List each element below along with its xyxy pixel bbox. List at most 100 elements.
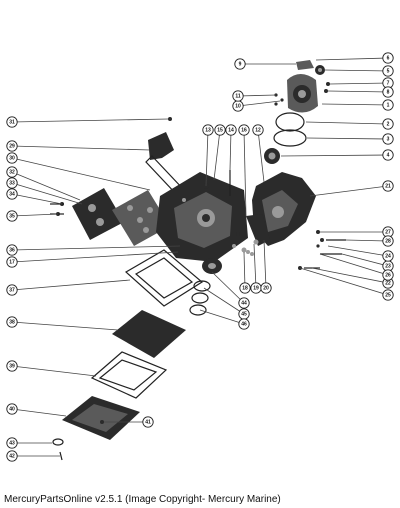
callout-number: 45: [241, 311, 247, 317]
leader-line-10: [237, 100, 281, 107]
callout-bubble: [382, 250, 394, 262]
callout-bubble: [382, 99, 394, 111]
callout-number: 21: [385, 183, 391, 189]
leader-line-12: [257, 129, 265, 183]
leader-line-45: [203, 287, 245, 315]
callout-1: 1: [382, 99, 394, 111]
callout-46: 46: [238, 318, 250, 330]
bolt-set-part: [298, 230, 346, 270]
callout-bubble: [6, 403, 18, 415]
callout-bubble: [382, 118, 394, 130]
callout-number: 9: [239, 61, 242, 67]
leader-line-39: [11, 365, 97, 377]
callout-39: 39: [6, 360, 18, 372]
callout-number: 42: [9, 453, 15, 459]
callout-35: 35: [6, 210, 18, 222]
callout-7: 7: [382, 77, 394, 89]
exploded-parts-diagram: 1234567891011121314151617181920212223242…: [6, 52, 394, 462]
crankcase-part: [156, 170, 248, 262]
callout-bubble: [382, 149, 394, 161]
callout-number: 7: [387, 80, 390, 86]
callout-number: 5: [387, 68, 390, 74]
callout-34: 34: [6, 188, 18, 200]
callout-number: 25: [385, 292, 391, 298]
leader-line-2: [305, 121, 389, 125]
callout-number: 4: [387, 152, 390, 158]
leader-line-6: [315, 57, 389, 61]
parts-illustration: [50, 60, 346, 461]
callout-number: 44: [241, 300, 247, 306]
callout-number: 19: [253, 285, 259, 291]
callout-bubble: [214, 124, 226, 136]
callout-number: 14: [228, 127, 234, 133]
callout-44: 44: [238, 297, 250, 309]
leader-line-16: [243, 129, 247, 217]
callout-number: 33: [9, 180, 15, 186]
callout-number: 30: [9, 155, 15, 161]
callout-25: 25: [382, 289, 394, 301]
callout-31: 31: [6, 116, 18, 128]
callout-19: 19: [250, 282, 262, 294]
callout-bubble: [142, 416, 154, 428]
callout-22: 22: [382, 277, 394, 289]
callout-42: 42: [6, 450, 18, 462]
callout-number: 6: [387, 55, 390, 61]
leader-line-36: [11, 245, 181, 251]
cover-plate-part: [52, 249, 204, 461]
leader-line-25: [299, 267, 389, 296]
leader-line-8: [327, 90, 389, 93]
callout-bubble: [225, 124, 237, 136]
callout-bubble: [6, 210, 18, 222]
leader-line-14: [229, 129, 232, 171]
leader-line-46: [199, 309, 245, 325]
callout-number: 22: [385, 280, 391, 286]
callout-bubble: [6, 284, 18, 296]
callout-5: 5: [382, 65, 394, 77]
callout-bubble: [6, 188, 18, 200]
leader-line-40: [11, 408, 67, 417]
callout-43: 43: [6, 437, 18, 449]
leader-line-17: [11, 251, 179, 263]
callout-number: 40: [9, 406, 15, 412]
callout-bubble: [382, 52, 394, 64]
callout-number: 13: [205, 127, 211, 133]
leader-line-24: [327, 245, 389, 257]
callout-bubble: [239, 282, 251, 294]
callout-41: 41: [142, 416, 154, 428]
leader-line-29: [11, 145, 151, 151]
leader-line-34: [11, 193, 63, 205]
leader-line-33: [11, 182, 83, 205]
callout-37: 37: [6, 284, 18, 296]
leader-line-30: [11, 157, 151, 191]
callout-bubble: [382, 65, 394, 77]
callout-bubble: [382, 235, 394, 247]
callout-9: 9: [234, 58, 246, 70]
callout-number: 43: [9, 440, 15, 446]
callout-bubble: [6, 316, 18, 328]
callout-bubble: [260, 282, 272, 294]
leader-line-31: [11, 118, 169, 123]
right-housing-part: [236, 172, 316, 256]
callout-36: 36: [6, 244, 18, 256]
callout-number: 17: [9, 259, 15, 265]
callout-40: 40: [6, 403, 18, 415]
callout-17: 17: [6, 256, 18, 268]
callout-12: 12: [252, 124, 264, 136]
callout-number: 3: [387, 136, 390, 142]
callout-number: 16: [241, 127, 247, 133]
callout-bubble: [234, 58, 246, 70]
callout-bubble: [252, 124, 264, 136]
callout-number: 20: [263, 285, 269, 291]
callout-8: 8: [382, 86, 394, 98]
callout-number: 35: [9, 213, 15, 219]
callout-6: 6: [382, 52, 394, 64]
callout-number: 37: [9, 287, 15, 293]
callout-number: 10: [235, 103, 241, 109]
callout-45: 45: [238, 308, 250, 320]
leader-line-23: [341, 253, 389, 267]
callout-2: 2: [382, 118, 394, 130]
callout-bubble: [202, 124, 214, 136]
callout-bubble: [6, 360, 18, 372]
callout-bubble: [6, 177, 18, 189]
leader-line-7: [329, 82, 389, 85]
